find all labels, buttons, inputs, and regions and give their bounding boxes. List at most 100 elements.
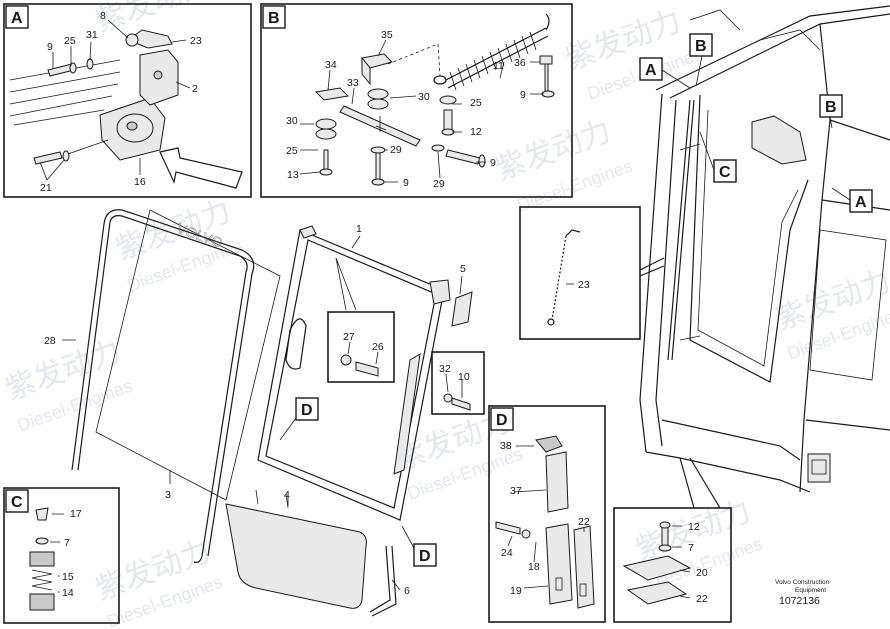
- callout: 14: [62, 587, 74, 599]
- plate-22: [573, 525, 595, 609]
- spring: [433, 13, 550, 91]
- callout: 11: [493, 60, 504, 72]
- callout: 22: [578, 516, 590, 528]
- callout: 10: [458, 371, 470, 383]
- shim-22: [626, 581, 688, 605]
- panel-b-frame: [260, 3, 573, 198]
- drawing-footer: Volvo Construction Equipment 1072136: [775, 579, 830, 607]
- callout: 4: [284, 489, 290, 501]
- callout: 9: [490, 157, 496, 169]
- view-tag-a-box: [5, 5, 29, 29]
- detail-panel-a: A 8 9 25 31 23 2 21 16: [3, 3, 252, 198]
- callout: 28: [44, 335, 56, 347]
- view-tag-c-box: [713, 159, 737, 183]
- callout: 1: [356, 223, 362, 235]
- callout: 34: [325, 59, 337, 71]
- callout: 30: [418, 91, 430, 103]
- detail-panel-c: C 17 7 15 14: [3, 487, 120, 624]
- footer-subtitle: Equipment: [795, 587, 826, 594]
- callout: 37: [510, 485, 522, 497]
- detail-27-26-frame: [327, 311, 395, 383]
- callout: 7: [688, 542, 694, 554]
- callout: 29: [390, 144, 402, 156]
- view-tag-c-box: [5, 489, 29, 513]
- detail-panel-d2: 12 7 20 22: [613, 457, 732, 623]
- view-tag-b: B: [825, 99, 837, 116]
- detail-panel-d: D 38 37 24 18 22 19: [488, 405, 606, 623]
- view-tag-d-box: [295, 397, 319, 421]
- callout: 3: [165, 489, 171, 501]
- callout: 32: [439, 363, 451, 375]
- bracket-34: [314, 87, 350, 101]
- callout: 21: [40, 182, 52, 194]
- callout: 30: [286, 115, 298, 127]
- callout: 8: [100, 10, 106, 22]
- callout: 6: [404, 585, 410, 597]
- callout: 23: [190, 35, 202, 47]
- callout: 2: [192, 83, 198, 95]
- detail-32-10-frame: [431, 351, 485, 415]
- roof-bracket: [751, 115, 807, 165]
- view-tag-a-box: [849, 189, 873, 213]
- callout: 25: [64, 35, 76, 47]
- view-tag-c: C: [719, 164, 731, 181]
- callout: 29: [433, 178, 445, 190]
- cab-panel-switch: [807, 453, 831, 483]
- strut-detail: 23: [519, 206, 665, 340]
- view-tag-b: B: [695, 38, 707, 55]
- view-tag-d-box: [413, 543, 437, 567]
- view-tag-d: D: [419, 548, 431, 565]
- callout: 5: [460, 263, 466, 275]
- callout: 20: [696, 567, 708, 579]
- callout: 24: [501, 547, 513, 559]
- panel-c-frame: [3, 487, 120, 624]
- bracket-5: [451, 291, 473, 327]
- bumper: [29, 551, 55, 567]
- callout: 19: [510, 585, 522, 597]
- panel-d-frame: [488, 405, 606, 623]
- cap-38: [535, 435, 563, 453]
- callout: 13: [287, 169, 299, 181]
- callout: 27: [343, 331, 355, 343]
- callout: 33: [347, 77, 359, 89]
- strut-detail-frame: [519, 206, 641, 340]
- panel-a-frame: [3, 3, 252, 198]
- callout: 26: [372, 341, 384, 353]
- callout: 31: [86, 29, 98, 41]
- view-tag-d: D: [496, 412, 508, 429]
- view-tag-b-box: [262, 5, 286, 29]
- callout: 36: [514, 57, 526, 69]
- callout: 38: [500, 440, 512, 452]
- detail-32-10: 32 10: [431, 351, 485, 415]
- callout: 17: [70, 508, 82, 520]
- plate-19: [545, 523, 573, 605]
- latch: [126, 29, 173, 49]
- door-assembly: VOLVO 1 5 28 3 4 6 D D: [44, 209, 473, 617]
- block-37: [545, 451, 569, 513]
- view-tag-a: A: [855, 194, 867, 211]
- callout: 9: [47, 41, 53, 53]
- view-tag-d-box: [490, 407, 514, 431]
- cab-outline: A B B C A: [639, 5, 890, 493]
- bumper-base: [29, 593, 55, 611]
- detail-panel-b: B: [260, 3, 573, 198]
- lower-panel: [225, 503, 367, 609]
- view-tag-a: A: [645, 62, 657, 79]
- callout: 25: [470, 97, 482, 109]
- callout: 12: [470, 126, 482, 138]
- footer-drawing-number: 1072136: [779, 595, 820, 607]
- detail-27-26: 27 26: [327, 311, 395, 383]
- callout: 16: [134, 176, 146, 188]
- view-tag-b-box: [819, 94, 843, 118]
- direction-arrow: [159, 147, 243, 189]
- panel-d2-frame: [613, 507, 732, 623]
- door-frame: [257, 229, 445, 521]
- view-tag-a: A: [11, 10, 23, 27]
- view-tag-c: C: [11, 494, 23, 511]
- view-tag-b: B: [268, 10, 280, 27]
- footer-company: Volvo Construction: [775, 579, 830, 586]
- bracket-20: [622, 555, 692, 581]
